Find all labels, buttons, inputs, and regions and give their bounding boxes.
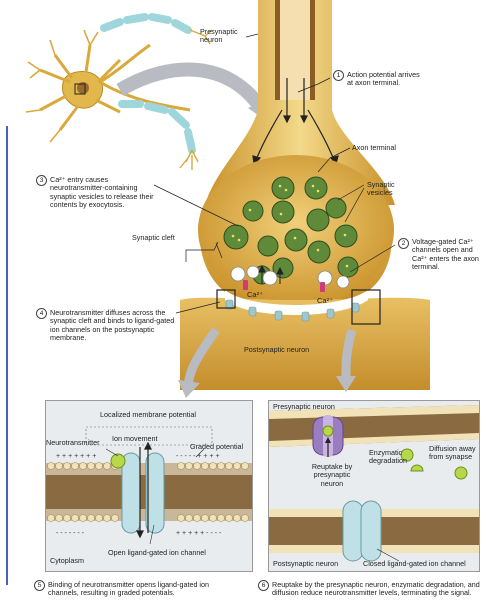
whole-neuron-inset [25,13,213,170]
side-accent-bar [0,126,8,585]
svg-text:+ + + + + - - - -: + + + + + - - - - [176,530,222,537]
zoom-box-right [351,289,381,325]
neurotransmitter-molecule [110,453,126,469]
synaptic-cleft-label: Synaptic cleft [132,233,175,242]
diffusing-neurotransmitter [454,466,468,480]
postsynaptic-neuron-body [180,297,430,390]
synapse-illustration [25,0,430,398]
svg-text:- - - - - + + + +: - - - - - + + + + [176,453,220,460]
svg-text:+ + + + + + +: + + + + + + + [56,453,96,460]
step-5-number: 5 [34,580,45,591]
enzyme-degradation [400,448,424,472]
reuptake-label: Reuptake by presynaptic neuron [311,462,353,488]
exocytosis-pockets [230,265,350,289]
step-1-number: 1 [333,70,344,81]
calcium-channels [243,280,325,292]
open-channel-label: Open ligand-gated ion channel [108,548,206,557]
graded-potential-label: Graded potential [190,442,244,451]
enzymatic-label: Enzymatic degradation [369,448,407,466]
step-1-text: Action potential arrives at axon termina… [347,70,420,88]
synaptic-vesicles [223,176,359,285]
right-presynaptic-label: Presynaptic neuron [273,402,335,411]
action-potential-arrows [252,78,339,166]
right-postsynaptic-label: Postsynaptic neuron [273,559,339,568]
step-2-text: Voltage-gated Ca²⁺ channels open and Ca²… [412,237,479,272]
svg-text:- - - - - - -: - - - - - - - [56,530,85,537]
panel-ligand-gated-open: + + + + + + + - - - - - + + + + - - - - … [45,400,253,572]
postsynaptic-receptors [225,299,360,322]
reuptake-transporter [312,415,344,457]
step-3-text: Ca²⁺ entry causes neurotransmitter-conta… [50,175,154,210]
cytoplasm-label: Cytoplasm [50,556,84,565]
calcium-label-left: Ca²⁺ [247,290,264,299]
zoom-arrow [116,62,268,114]
ion-flow-arrows [136,441,152,539]
step-4-text: Neurotransmitter diffuses across the syn… [50,308,175,343]
zoom-box-left [216,289,236,309]
step-4-number: 4 [36,308,47,319]
step-6-text: Reuptake by the presynaptic neuron, enzy… [272,580,480,598]
axon [205,0,395,205]
calcium-label-right: Ca²⁺ [317,296,334,305]
axon-terminal-label: Axon terminal [352,143,396,152]
closed-ion-channel [342,500,382,562]
synaptic-vesicles-label: Synaptic vesicles [367,180,395,198]
presynaptic-neuron-label: Presynaptic neuron [200,27,238,45]
open-ion-channel [121,452,165,534]
ion-movement-label: Ion movement [112,434,158,443]
step-5-text: Binding of neurotransmitter opens ligand… [48,580,210,598]
step-6-number: 6 [258,580,269,591]
leader-lines [153,33,396,314]
step-3-number: 3 [36,175,47,186]
panel-signal-termination: Presynaptic neuron Enzymatic degradation… [268,400,480,572]
closed-channel-label: Closed ligand-gated ion channel [363,559,466,568]
step-2-number: 2 [398,238,409,249]
localized-potential-label: Localized membrane potential [100,410,196,419]
diffusion-label: Diffusion away from synapse [429,444,476,462]
neurotransmitter-label: Neurotransmitter [46,438,100,447]
postsynaptic-neuron-label: Postsynaptic neuron [244,345,310,354]
